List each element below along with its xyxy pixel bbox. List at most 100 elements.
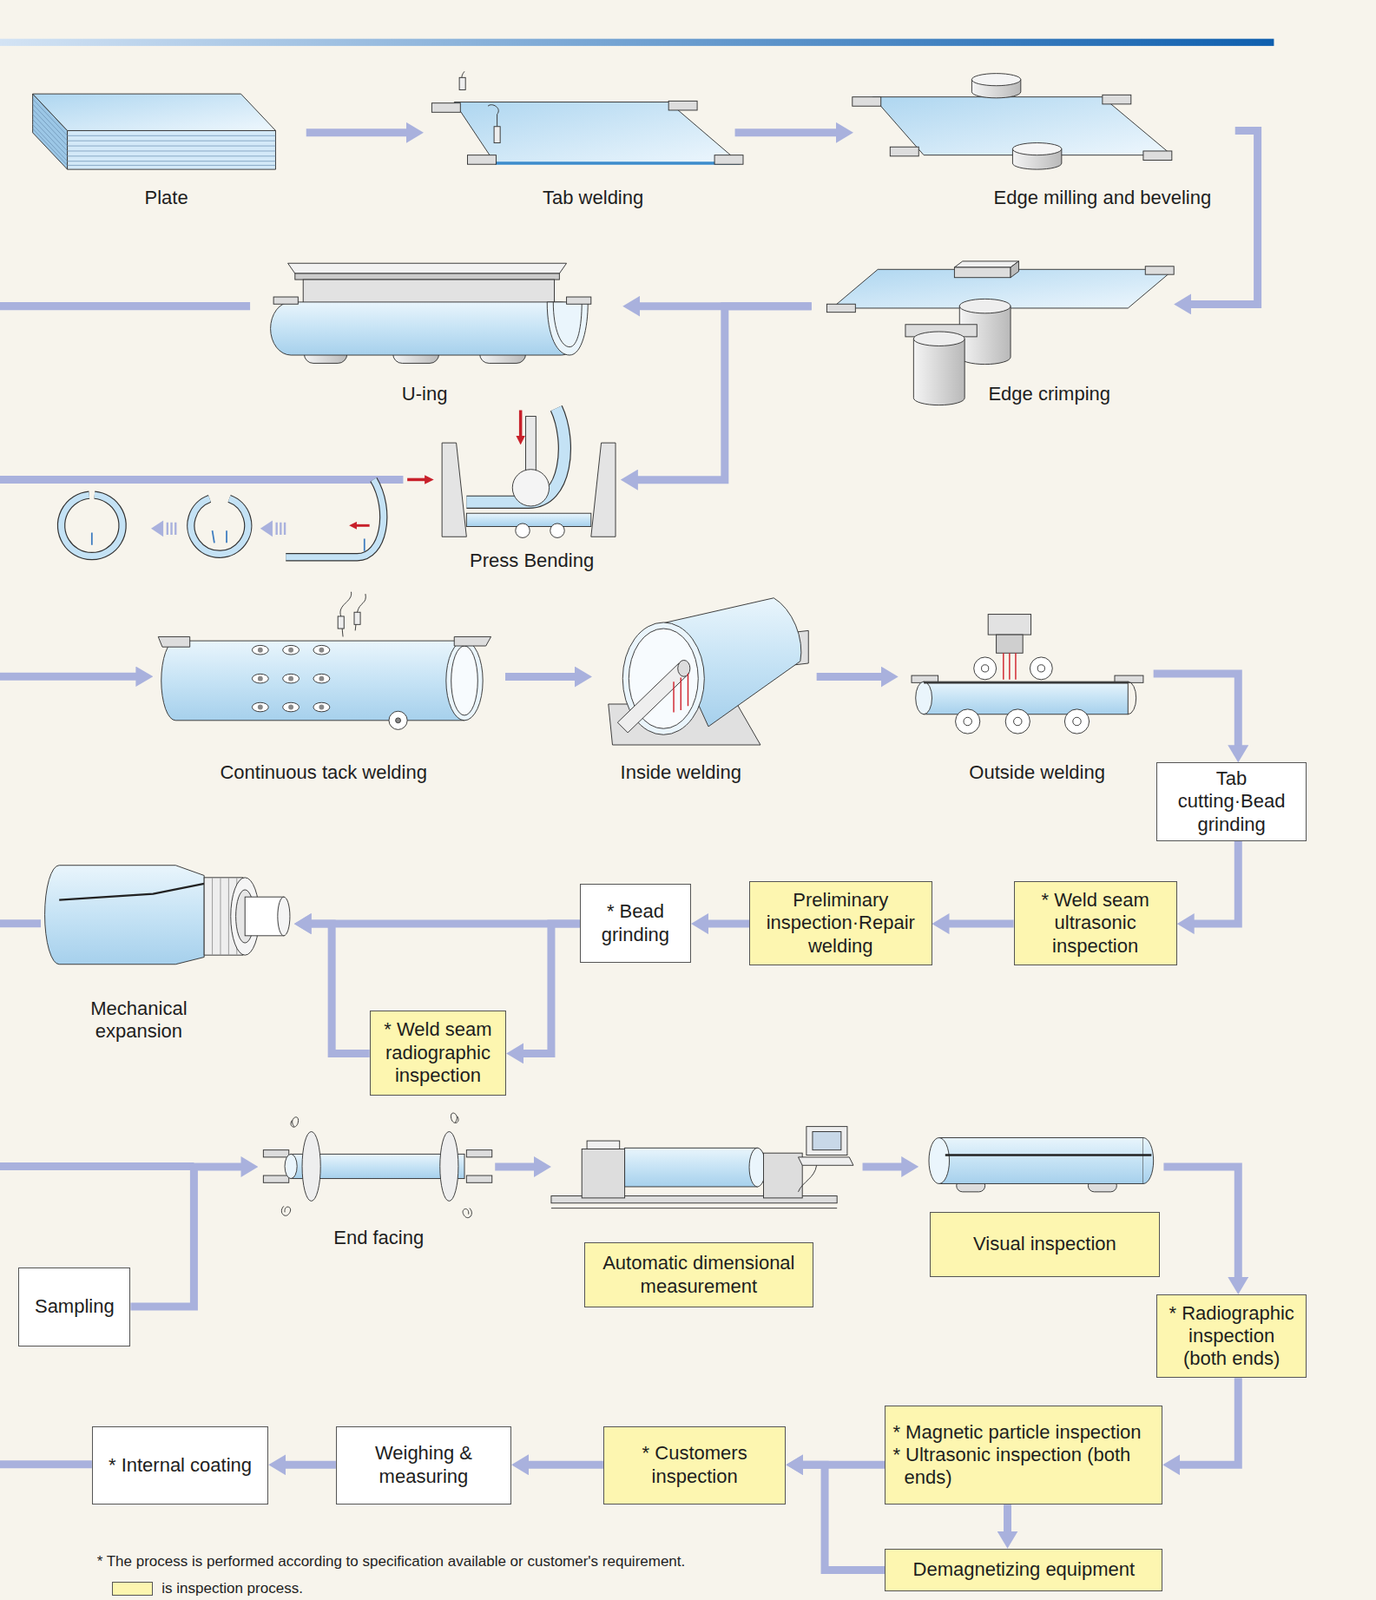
outside-welding-figure [963, 717, 972, 725]
flow-arrow [130, 1166, 246, 1307]
tab-welding-figure [431, 71, 744, 165]
tack-welding-figure [288, 676, 294, 682]
step-caption: Plate [144, 186, 189, 210]
tack-welding-figure [283, 673, 300, 684]
u-ing-figure [553, 302, 582, 348]
step-caption: Press Bending [469, 548, 594, 572]
tack-welding-figure [451, 645, 479, 716]
end-facing-figure [263, 1112, 492, 1218]
press-bending-figure [466, 513, 591, 527]
tack-welding-figure [318, 647, 324, 653]
visual-inspection-figure [1143, 1138, 1154, 1185]
edge-milling-figure [852, 73, 1172, 170]
outside-welding-figure [1127, 681, 1136, 715]
outside-welding-figure [987, 614, 1031, 636]
step-caption: Edge milling and beveling [993, 186, 1212, 210]
dimensional-measurement-figure [551, 1207, 837, 1209]
visual-inspection-figure [945, 1153, 1153, 1156]
legend-item: is inspection process. [111, 1580, 303, 1598]
forming-sequence [92, 530, 365, 552]
outside-welding-figure [981, 664, 989, 672]
outside-welding-figure [1003, 652, 1016, 680]
inside-welding-figure [617, 663, 689, 733]
box-label: * Customers inspection [611, 1441, 778, 1488]
step-caption: U-ing [401, 382, 448, 406]
tack-welding-figure [313, 673, 330, 684]
box-label: * Radiographic inspection (both ends) [1164, 1302, 1299, 1371]
mechanical-expansion-figure [277, 896, 290, 936]
outside-welding-figure [923, 681, 1128, 684]
flow-arrow [1174, 1377, 1238, 1465]
box-label: * Weld seam ultrasonic inspection [1021, 888, 1170, 958]
forming-sequence [61, 494, 124, 556]
flow-arrow [816, 672, 887, 681]
dimensional-measurement-figure [581, 1148, 625, 1198]
mechanical-expansion-figure [45, 865, 205, 965]
inspection-box: * Weld seam ultrasonic inspection [1013, 881, 1178, 967]
tab-welding-figure [431, 103, 461, 113]
tack-welding-figure [337, 616, 344, 629]
box-label: Automatic dimensional measurement [584, 1242, 815, 1308]
inspection-box: * Customers inspection [603, 1426, 786, 1506]
edge-crimping-figure [826, 303, 856, 312]
end-facing-figure [466, 1150, 492, 1158]
tack-welding-figure [313, 702, 330, 712]
press-bending-figure [515, 523, 530, 538]
edge-crimping-figure [954, 261, 1019, 268]
tab-welding-figure [487, 105, 499, 127]
process-step: U-ing [250, 255, 623, 409]
process-step: Plate [25, 81, 306, 215]
step-caption: Edge crimping [987, 382, 1111, 406]
outside-welding-figure [1029, 657, 1053, 680]
inspection-box: * Weld seam radiographic inspection [369, 1010, 507, 1096]
forming-sequence [61, 494, 124, 556]
process-step: Outside welding [898, 607, 1154, 788]
box-label: Tab cutting·Bead grinding [1164, 767, 1299, 837]
step-caption: Tab welding [542, 186, 644, 210]
edge-milling-figure [1012, 143, 1061, 156]
process-box: * Bead grinding [579, 883, 692, 963]
edge-milling-figure [1102, 94, 1132, 105]
step-caption: Continuous tack welding [219, 761, 427, 784]
forming-sequence [190, 498, 249, 554]
edge-crimping-figure [913, 331, 965, 346]
outside-welding-figure [974, 657, 997, 680]
inspection-box: Demagnetizing equipment [884, 1548, 1163, 1592]
tack-welding-figure [158, 636, 190, 647]
end-facing-figure [281, 1112, 472, 1218]
flow-stub [0, 306, 403, 1465]
process-step: Press Bending [405, 402, 621, 577]
tab-welding-figure [668, 100, 698, 111]
tack-welding-figure [288, 704, 294, 711]
edge-milling-figure [852, 97, 882, 107]
edge-milling-figure [889, 146, 919, 157]
tack-welding-figure [251, 645, 269, 655]
flow-arrow [1003, 1504, 1012, 1537]
flow-arrow [1153, 673, 1239, 751]
process-step: End facing [257, 1107, 495, 1254]
visual-inspection-figure [928, 1138, 1154, 1192]
tab-welding-figure [454, 102, 740, 165]
tab-welding-figure [459, 77, 466, 90]
legend-swatch [111, 1581, 153, 1596]
outside-welding-figure [1005, 709, 1030, 734]
flow-arrow [797, 1464, 885, 1570]
edge-crimping-figure [1010, 261, 1019, 278]
inspection-box: Preliminary inspection·Repair welding [749, 881, 932, 967]
outside-welding-figure [915, 681, 933, 715]
forming-sequence [190, 498, 249, 554]
flow-arrow [944, 920, 1014, 929]
outside-welding-figure [996, 634, 1024, 653]
step-caption: Mechanical expansion [62, 996, 216, 1043]
edge-crimping-figure [954, 267, 1011, 278]
forming-sequence [354, 524, 370, 527]
dimensional-measurement-figure [551, 1126, 854, 1209]
tack-welding-figure [388, 711, 408, 730]
step-caption: Inside welding [620, 761, 742, 784]
mechanical-expansion-figure [59, 883, 205, 901]
step-caption: Outside welding [968, 761, 1106, 784]
outside-welding-figure [955, 709, 981, 734]
box-label: Preliminary inspection·Repair welding [757, 888, 924, 958]
plate-stack [67, 130, 277, 170]
